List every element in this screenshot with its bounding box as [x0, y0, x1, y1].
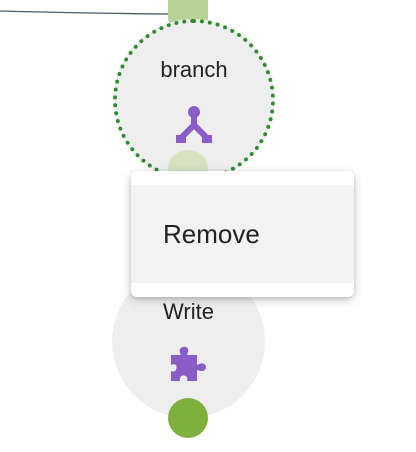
branch-icon [174, 105, 214, 150]
puzzle-piece-icon [167, 345, 211, 392]
context-menu-bottom-padding [131, 283, 354, 297]
incoming-edge [0, 10, 187, 15]
branch-node-label: branch [160, 57, 228, 82]
context-menu: Remove [131, 171, 354, 297]
context-menu-top-padding [131, 171, 354, 185]
write-node-label: Write [163, 299, 214, 324]
write-output-port[interactable] [168, 398, 208, 438]
remove-menu-item[interactable]: Remove [163, 218, 260, 249]
